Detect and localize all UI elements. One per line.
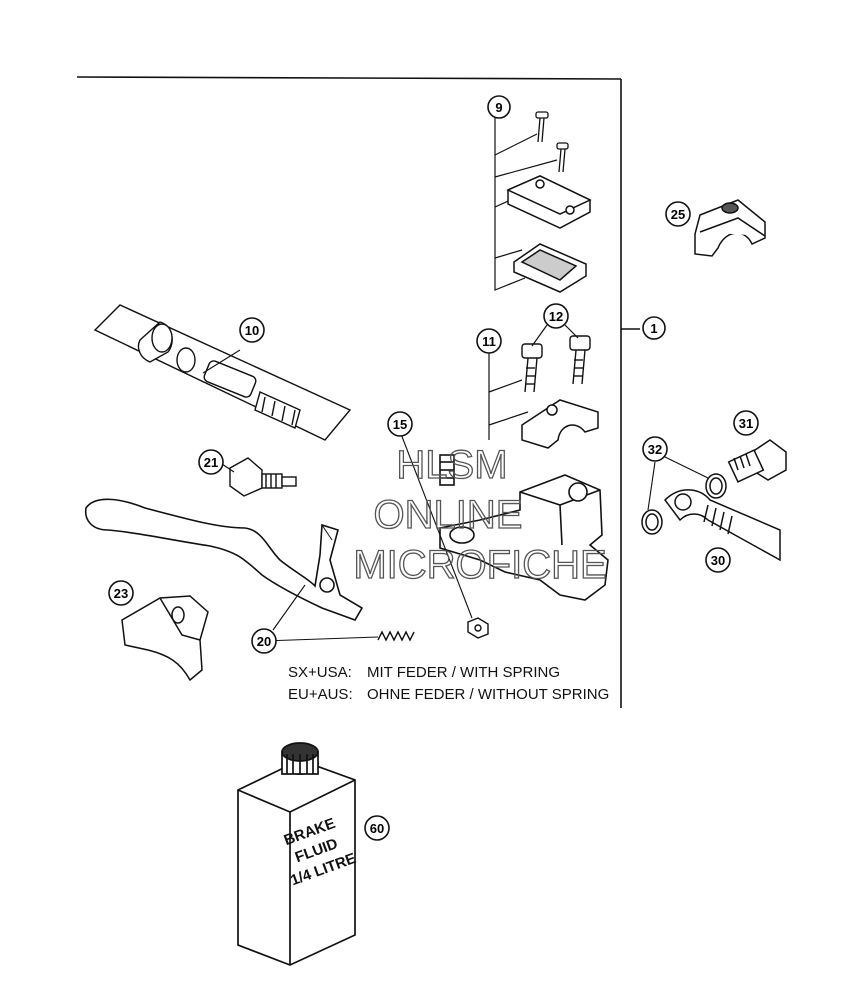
callout-10: 10 xyxy=(239,317,265,343)
banjo-bolt xyxy=(727,439,787,483)
return-spring xyxy=(262,584,415,642)
brake-fluid-bottle xyxy=(237,742,356,966)
callout-60-label: 60 xyxy=(370,821,384,836)
callout-1: 1 xyxy=(642,316,666,340)
group-9-bracket xyxy=(494,118,558,291)
callout-11-label: 11 xyxy=(482,334,496,349)
note-line1-text: MIT FEDER / WITH SPRING xyxy=(367,664,560,681)
callout-12-label: 12 xyxy=(549,309,563,324)
callout-23: 23 xyxy=(108,580,134,606)
sealing-washers xyxy=(641,455,727,535)
callout-11: 11 xyxy=(476,328,502,354)
adjuster-screw xyxy=(221,457,297,497)
watermark-line3: MICROFICHE xyxy=(353,543,606,587)
diaphragm xyxy=(513,243,587,293)
piston-kit xyxy=(93,304,352,441)
callout-32: 32 xyxy=(642,436,668,462)
callout-31-label: 31 xyxy=(739,416,753,431)
group-11-bracket xyxy=(488,324,579,440)
callout-21-label: 21 xyxy=(204,455,218,470)
callout-1-label: 1 xyxy=(650,321,657,336)
callout-9: 9 xyxy=(487,95,511,119)
callout-23-label: 23 xyxy=(114,586,128,601)
brake-hose xyxy=(664,489,781,562)
lever-cover xyxy=(121,595,209,682)
watermark: HLSM ONLINE MICROFICHE xyxy=(353,442,608,587)
reservoir-cover xyxy=(506,175,592,229)
callout-12: 12 xyxy=(543,303,569,329)
callout-21: 21 xyxy=(198,449,224,475)
watermark-line2: ONLINE xyxy=(374,493,523,537)
callout-15-label: 15 xyxy=(393,417,407,432)
handlebar-clamp xyxy=(694,199,766,257)
pivot-nut xyxy=(400,433,489,639)
watermark-line1: HLSM xyxy=(396,443,507,487)
callout-60: 60 xyxy=(364,815,390,841)
clamp-bolts xyxy=(521,335,591,393)
callout-10-label: 10 xyxy=(245,323,259,338)
upper-clamp-half xyxy=(521,399,599,449)
callout-25: 25 xyxy=(665,201,691,227)
callout-9-label: 9 xyxy=(495,100,502,115)
note-line2-text: OHNE FEDER / WITHOUT SPRING xyxy=(367,686,609,703)
brake-lever xyxy=(84,498,364,621)
note-line1-region: SX+USA: xyxy=(288,664,352,681)
callout-25-label: 25 xyxy=(671,207,685,222)
callout-20-label: 20 xyxy=(257,634,271,649)
callout-30-label: 30 xyxy=(711,553,725,568)
callout-32-label: 32 xyxy=(648,442,662,457)
assembly-frame xyxy=(76,76,640,708)
callout-31: 31 xyxy=(733,410,759,436)
callout-15: 15 xyxy=(387,411,413,437)
master-cylinder-body xyxy=(439,454,609,601)
callout-30: 30 xyxy=(705,547,731,573)
note-line2-region: EU+AUS: xyxy=(288,686,353,703)
cover-screws xyxy=(535,111,569,173)
callout-20: 20 xyxy=(251,628,277,654)
